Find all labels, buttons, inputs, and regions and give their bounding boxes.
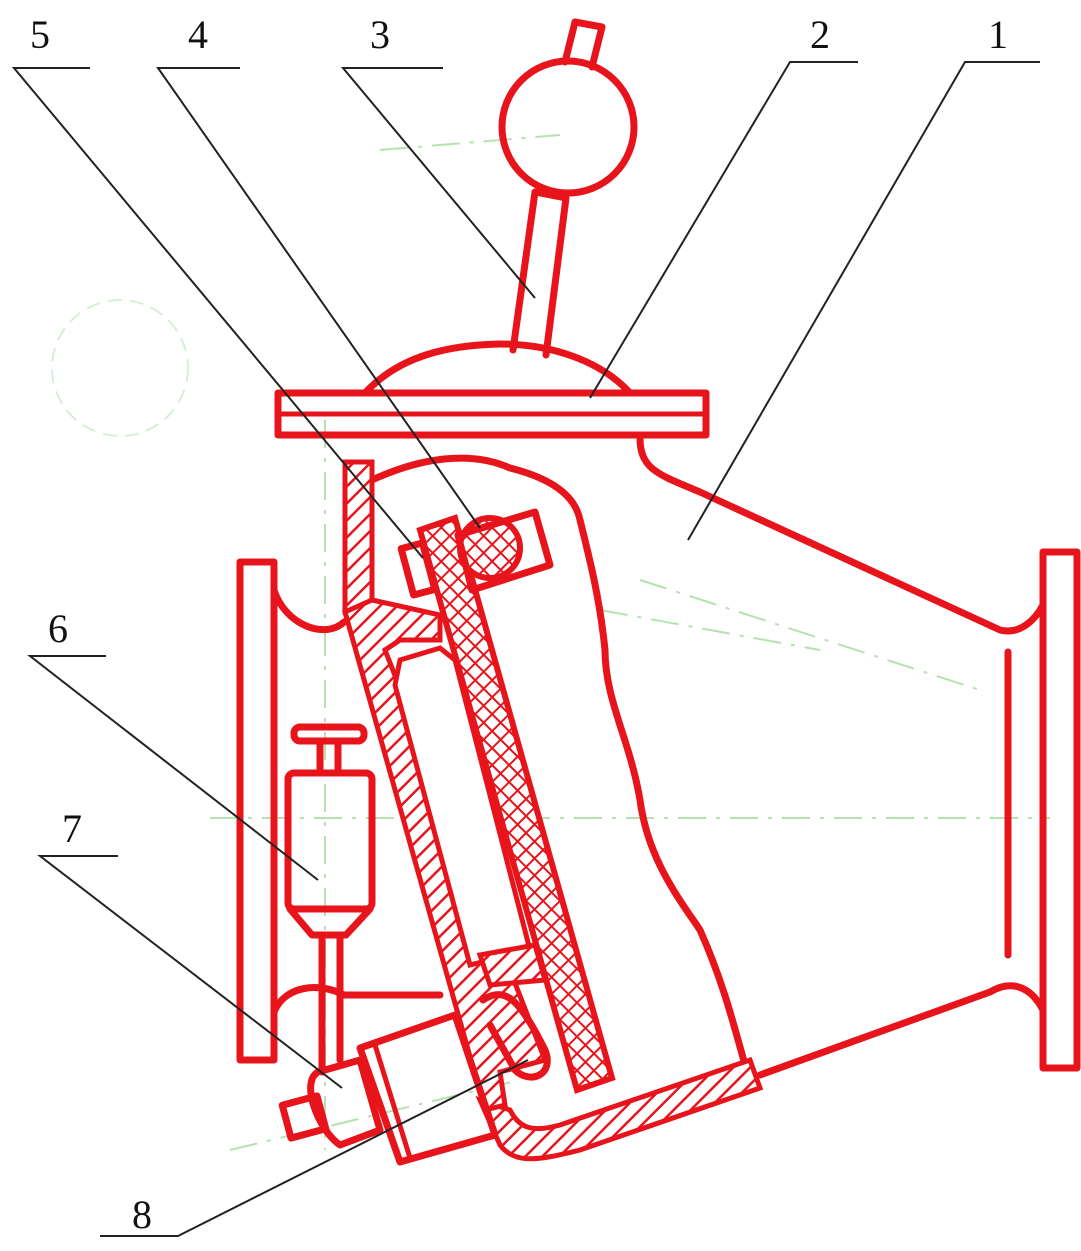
callout-label-4: 4 bbox=[188, 12, 208, 57]
callout-label-2: 2 bbox=[810, 12, 830, 57]
outlet-flange bbox=[1004, 548, 1081, 1072]
valve-body bbox=[368, 434, 1047, 1162]
callout-label-8: 8 bbox=[132, 1192, 152, 1237]
hinge-pin bbox=[454, 508, 554, 594]
bonnet-cover bbox=[274, 340, 710, 439]
callout-label-3: 3 bbox=[370, 12, 390, 57]
callout-label-6: 6 bbox=[48, 606, 68, 651]
lever-counterweight bbox=[498, 18, 638, 359]
seat-wall bbox=[342, 459, 549, 1114]
bypass-valve bbox=[278, 991, 551, 1166]
inlet-flange bbox=[236, 558, 348, 1064]
damper-cylinder bbox=[284, 723, 376, 1076]
leader-lines bbox=[11, 61, 1040, 1237]
callout-label-7: 7 bbox=[62, 806, 82, 851]
valve-disc bbox=[416, 514, 616, 1094]
callout-label-5: 5 bbox=[30, 12, 50, 57]
callout-labels: 1 2 3 4 5 6 7 8 bbox=[30, 12, 1008, 1237]
center-lines bbox=[51, 134, 1050, 1151]
callout-label-1: 1 bbox=[988, 12, 1008, 57]
